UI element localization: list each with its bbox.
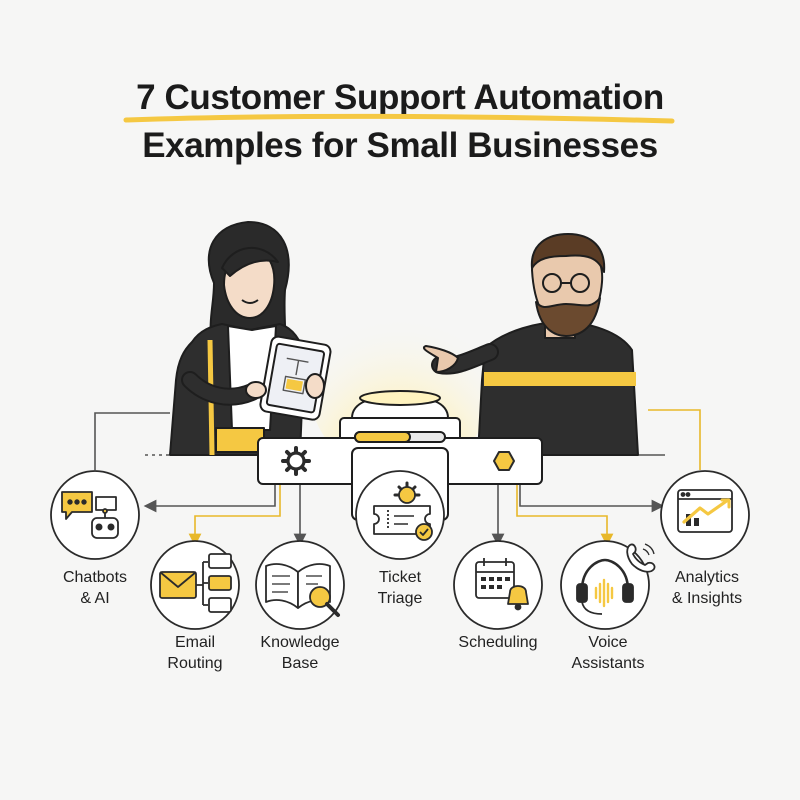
- email-routing-icon: [159, 553, 232, 613]
- label-email-routing: Email Routing: [120, 632, 270, 674]
- label-line: Analytics: [674, 569, 740, 586]
- label-line: Knowledge: [260, 634, 340, 651]
- label-line: & Insights: [671, 590, 743, 607]
- man-presenting: [422, 233, 639, 456]
- label-line: Routing: [167, 655, 223, 672]
- headset-phone-icon: [576, 543, 656, 615]
- chatbot-robot-icon: [61, 491, 119, 539]
- analytics-chart-icon: [677, 489, 733, 533]
- gear-icon: [281, 446, 311, 476]
- label-line: Ticket: [378, 569, 422, 586]
- book-magnifier-icon: [265, 563, 340, 617]
- label-line: Chatbots: [62, 569, 128, 586]
- label-knowledge-base: Knowledge Base: [225, 632, 375, 674]
- label-line: Voice: [588, 634, 628, 651]
- woman-with-tablet: [169, 221, 332, 456]
- title-underline: [123, 113, 675, 124]
- ticket-gear-icon: [373, 481, 433, 541]
- label-line: Scheduling: [458, 634, 538, 651]
- label-line: Assistants: [571, 655, 645, 672]
- label-line: & AI: [80, 590, 110, 607]
- label-ticket-triage: Ticket Triage: [325, 567, 475, 609]
- label-scheduling: Scheduling: [423, 632, 573, 653]
- title-line-2: Examples for Small Businesses: [142, 126, 658, 165]
- label-analytics-insights: Analytics & Insights: [632, 567, 782, 609]
- hexagon-icon: [493, 451, 515, 471]
- calendar-bell-icon: [475, 558, 529, 611]
- label-line: Triage: [377, 590, 423, 607]
- title-line-1: 7 Customer Support Automation: [136, 78, 664, 117]
- label-line: Base: [281, 655, 319, 672]
- label-voice-assistants: Voice Assistants: [533, 632, 683, 674]
- label-line: Email: [174, 634, 215, 651]
- label-chatbots-ai: Chatbots & AI: [20, 567, 170, 609]
